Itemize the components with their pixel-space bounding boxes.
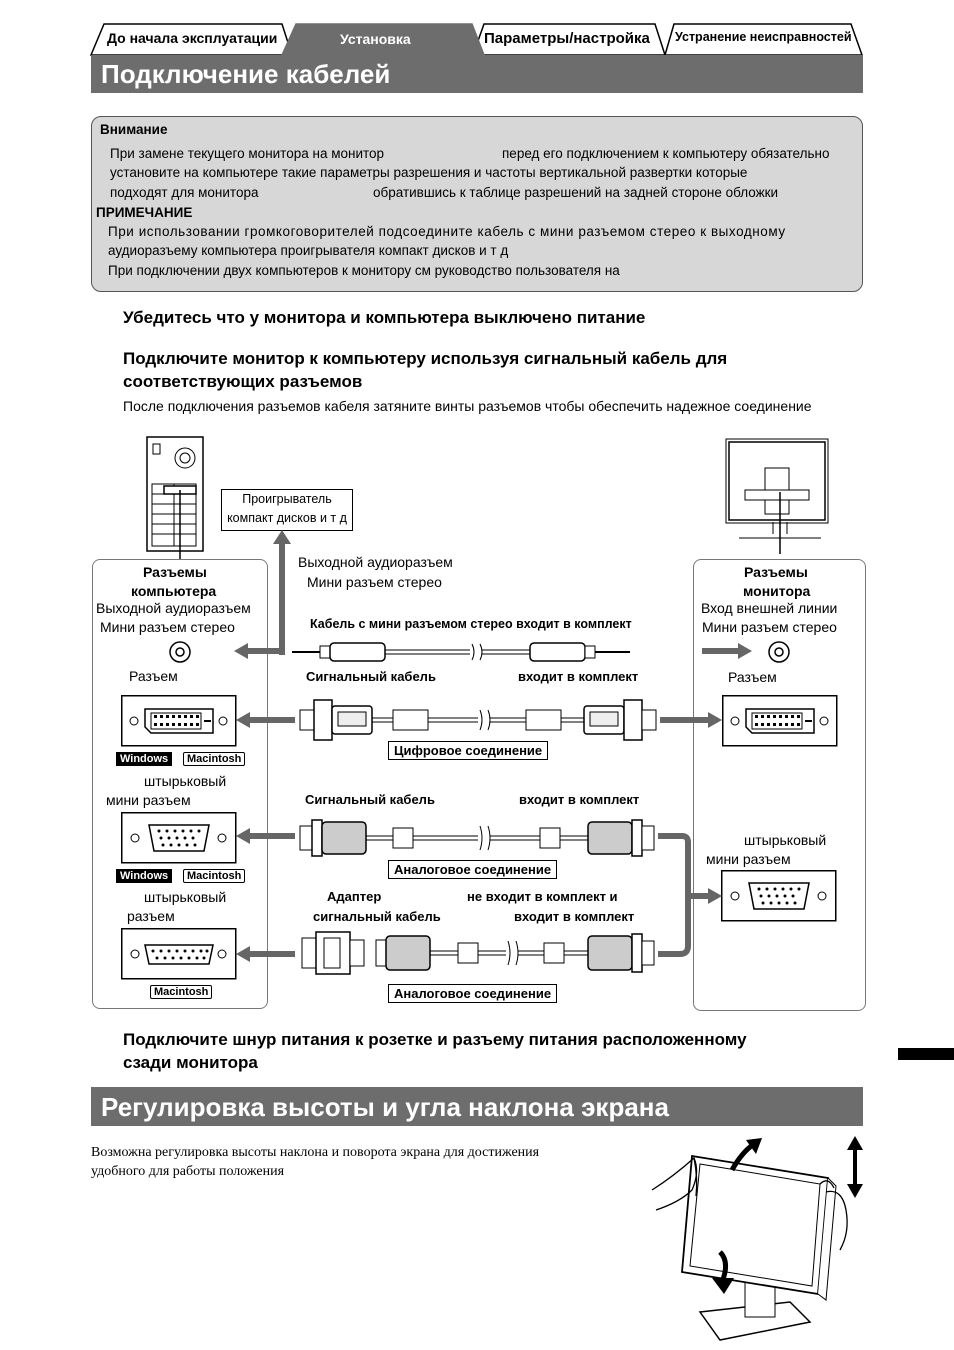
adapter-note: не входит в комплект и [467,889,618,904]
note-line: При подключении двух компьютеров к монит… [108,263,620,278]
pc-dvi-label: Разъем [129,668,178,684]
dvi-cable-illustration [299,699,657,741]
audio-out-label: Выходной аудиоразъем [298,554,453,570]
pc-dsub-mini-port-icon [121,812,237,864]
attention-line: перед его подключением к компьютеру обяз… [502,146,830,161]
section-title-cables: Подключение кабелей [91,55,863,93]
pc-dsub-label: штырьковый [144,889,227,905]
monitor-dsub-mini-label: мини разъем [706,851,791,867]
pc-dsub-mini-label: мини разъем [106,792,191,808]
badge-macintosh: Macintosh [183,869,246,883]
monitor-connectors-panel [693,559,866,1011]
pc-link-line [179,490,181,570]
adapter-note: входит в комплект [514,909,635,924]
monitor-dsub-mini-label: штырьковый [744,832,827,848]
pc-tower-illustration [146,436,204,552]
pc-dsub-mini-label: штырьковый [144,773,227,789]
step-3-line1: Подключите шнур питания к розетке и разъ… [123,1030,747,1049]
tab-installation[interactable]: Установка [340,31,411,47]
badge-macintosh: Macintosh [150,985,213,999]
note-title: ПРИМЕЧАНИЕ [96,205,193,220]
connection-arrows [234,643,752,962]
adapter-label: Адаптер [327,889,382,904]
cd-player-label: Проигрыватель [242,492,332,506]
step-1: Убедитесь что у монитора и компьютера вы… [123,308,646,327]
monitor-panel-title: монитора [743,583,811,599]
monitor-panel-title: Разъемы [744,564,808,580]
pc-dsub-port-icon [121,928,237,980]
monitor-adjustment-illustration [651,1136,863,1341]
attention-line: обратившись к таблице разрешений на задн… [373,185,779,200]
signal-cable-note-2: входит в комплект [519,792,640,807]
badge-windows: Windows [116,752,173,766]
monitor-dvi-port-icon [722,695,838,747]
cd-player-label: компакт дисков и т д [227,511,347,525]
pc-audio-jack-icon [169,641,191,663]
signal-cable-label-2: Сигнальный кабель [305,792,435,807]
monitor-audio-label: Вход внешней линии [701,600,838,616]
signal-cable-label-1: Сигнальный кабель [306,669,436,684]
monitor-dvi-label: Разъем [728,669,777,685]
adjustment-text: удобного для работы положения [91,1164,285,1179]
cd-player-box: Проигрыватель компакт дисков и т д [221,489,353,531]
tab-before-use[interactable]: До начала эксплуатации [107,30,278,46]
badge-windows: Windows [116,869,173,883]
pc-audio-label: Мини разъем стерео [100,619,235,635]
adapter-label: сигнальный кабель [313,909,441,924]
tab-troubleshooting[interactable]: Устранение неисправностей [675,30,852,44]
analog-connection-label-2: Аналоговое соединение [388,984,558,1003]
monitor-dsub-mini-port-icon [721,870,837,922]
attention-line: При замене текущего монитора на монитор [110,146,385,161]
analog-cable-illustration-1 [299,819,655,857]
analog-connection-label-1: Аналоговое соединение [388,860,558,879]
step-3-line2: сзади монитора [123,1053,258,1072]
pc-audio-label: Выходной аудиоразъем [96,600,251,616]
notice-box: Внимание При замене текущего монитора на… [91,116,863,292]
stereo-cable-label: Кабель с мини разъемом стерео входит в к… [310,617,632,631]
tab-settings[interactable]: Параметры/настройка [484,30,650,47]
pc-panel-title: Разъемы [143,564,207,580]
pc-dvi-port-icon [121,695,237,747]
audio-out-label: Мини разъем стерео [307,574,442,590]
badge-macintosh: Macintosh [183,752,246,766]
attention-line: подходят для монитора [110,185,259,200]
signal-cable-note-1: входит в комплект [518,669,639,684]
arrow-up-cd [273,530,291,655]
step-2-line1: Подключите монитор к компьютеру использу… [123,349,728,368]
adjustment-text: Возможна регулировка высоты наклона и по… [91,1145,540,1160]
monitor-audio-jack-icon [768,641,790,663]
attention-title: Внимание [100,122,168,137]
step-2-line2: соответствующих разъемов [123,372,363,391]
attention-line: установите на компьютере такие параметры… [110,165,748,180]
section-title-adjustment: Регулировка высоты и угла наклона экрана [91,1087,863,1126]
stereo-cable-illustration [292,642,630,662]
monitor-back-illustration [725,438,829,554]
digital-connection-label: Цифровое соединение [388,741,549,760]
analog-cable-illustration-2 [301,931,655,975]
page-edge-marker [898,1048,954,1060]
note-line: При использовании громкоговорителей подс… [108,224,786,239]
pc-dsub-label: разъем [127,908,175,924]
note-line: аудиоразъему компьютера проигрывателя ко… [108,243,509,258]
step-2-note: После подключения разъемов кабеля затяни… [123,398,812,414]
pc-panel-title: компьютера [131,583,217,599]
monitor-audio-label: Мини разъем стерео [702,619,837,635]
